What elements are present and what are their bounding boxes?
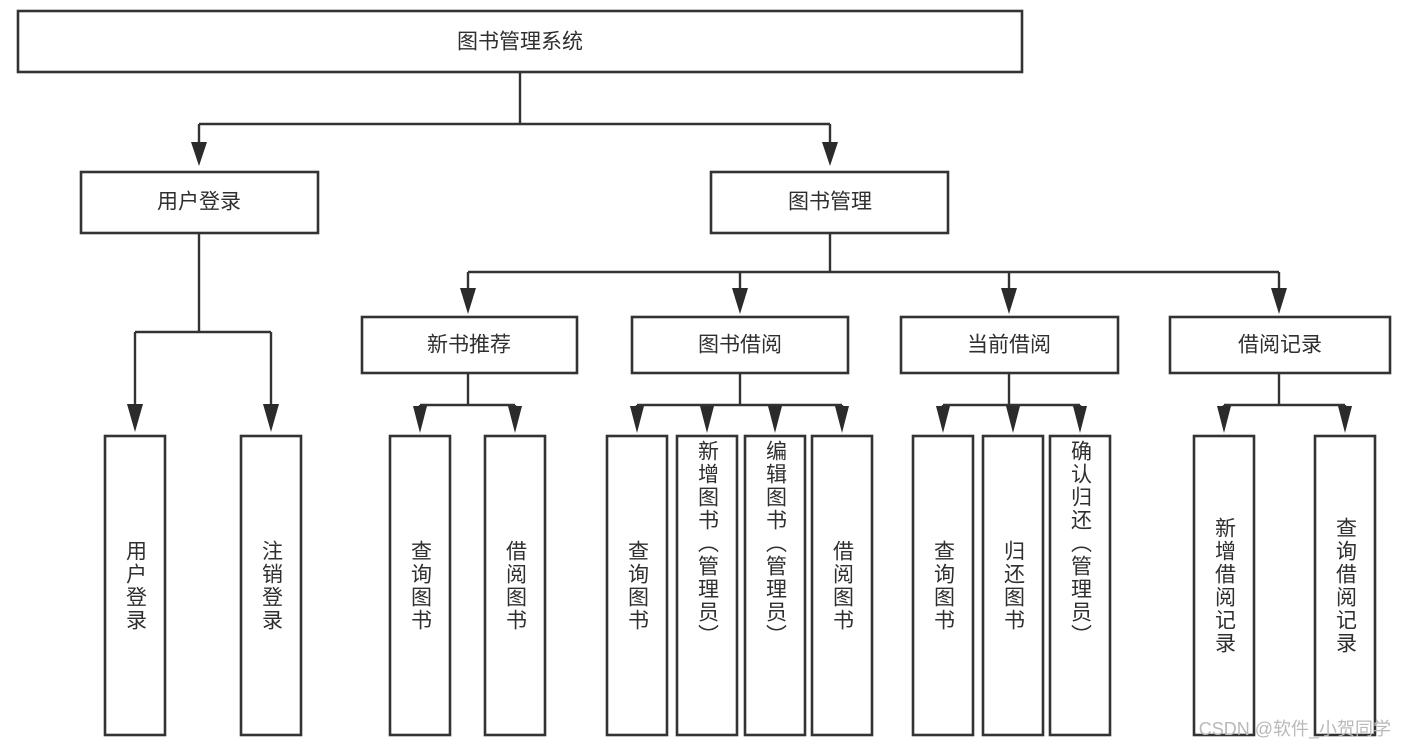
node-leaf-query-book-1-box[interactable] xyxy=(388,434,452,737)
node-leaf-query-book-3-box[interactable] xyxy=(911,434,975,737)
arrow-head-leaf-query-record xyxy=(1338,406,1352,433)
node-leaf-confirm-return-box[interactable] xyxy=(1048,434,1112,737)
node-leaf-add-record-box[interactable] xyxy=(1192,434,1256,737)
arrow-head-leaf-query-book-2 xyxy=(630,406,644,433)
node-current-borrow-box[interactable] xyxy=(899,315,1120,375)
arrow-head-current-borrow xyxy=(1001,288,1017,314)
connector-group-book-borrow xyxy=(630,373,849,433)
node-leaf-edit-book-box[interactable] xyxy=(743,434,807,737)
node-user-login-label: 用户登录 xyxy=(157,191,241,214)
arrow-head-leaf-user-login xyxy=(127,404,143,432)
node-leaf-return-book-box[interactable] xyxy=(981,434,1045,737)
node-current-borrow-label: 当前借阅 xyxy=(967,334,1051,357)
connector-group-book-manage xyxy=(460,233,1287,314)
node-new-book-rec-label: 新书推荐 xyxy=(427,334,511,357)
node-book-manage-label: 图书管理 xyxy=(788,191,872,214)
node-book-borrow[interactable]: 图书借阅 xyxy=(630,315,850,375)
arrow-head-book-manage xyxy=(822,142,838,166)
connector-group-new-book-rec xyxy=(413,373,522,433)
arrow-head-leaf-borrow-book-2 xyxy=(835,406,849,433)
connector-group-user-login xyxy=(127,233,279,432)
arrow-head-leaf-add-record xyxy=(1217,406,1231,433)
node-new-book-rec[interactable]: 新书推荐 xyxy=(360,315,579,375)
node-book-borrow-label: 图书借阅 xyxy=(698,334,782,357)
node-new-book-rec-box[interactable] xyxy=(360,315,579,375)
node-user-login[interactable]: 用户登录 xyxy=(79,170,320,235)
connector-group-borrow-record xyxy=(1217,373,1352,433)
node-leaf-query-book-2-box[interactable] xyxy=(605,434,669,737)
node-current-borrow[interactable]: 当前借阅 xyxy=(899,315,1120,375)
arrow-head-book-borrow xyxy=(732,288,748,314)
arrow-head-borrow-record xyxy=(1271,288,1287,314)
connector-group-root xyxy=(191,72,838,166)
arrow-head-leaf-query-book-3 xyxy=(936,406,950,433)
arrow-head-new-book-rec xyxy=(460,288,476,314)
arrow-head-leaf-return-book xyxy=(1006,406,1020,433)
node-user-login-box[interactable] xyxy=(79,170,320,235)
node-leaf-add-book-box[interactable] xyxy=(675,434,739,737)
connector-group-current-borrow xyxy=(936,373,1087,433)
node-borrow-record-label: 借阅记录 xyxy=(1238,334,1322,357)
node-book-manage-box[interactable] xyxy=(709,170,950,235)
node-leaf-borrow-book-1-box[interactable] xyxy=(483,434,547,737)
node-leaf-logout-box[interactable] xyxy=(239,434,303,737)
arrow-head-user-login xyxy=(191,142,207,166)
node-leaf-user-login-box[interactable] xyxy=(103,434,167,737)
arrow-head-leaf-borrow-book-1 xyxy=(508,406,522,433)
arrow-head-leaf-logout xyxy=(263,404,279,432)
node-root-box[interactable] xyxy=(16,9,1024,74)
node-leaf-query-record-box[interactable] xyxy=(1313,434,1377,737)
node-borrow-record-box[interactable] xyxy=(1168,315,1392,375)
arrow-head-leaf-add-book xyxy=(700,406,714,433)
arrow-head-leaf-edit-book xyxy=(768,406,782,433)
node-leaf-borrow-book-2-box[interactable] xyxy=(810,434,874,737)
node-root[interactable]: 图书管理系统 xyxy=(16,9,1024,74)
node-book-borrow-box[interactable] xyxy=(630,315,850,375)
node-borrow-record[interactable]: 借阅记录 xyxy=(1168,315,1392,375)
node-book-manage[interactable]: 图书管理 xyxy=(709,170,950,235)
node-root-label: 图书管理系统 xyxy=(457,31,583,54)
arrow-head-leaf-query-book-1 xyxy=(413,406,427,433)
arrow-head-leaf-confirm-return xyxy=(1073,406,1087,433)
